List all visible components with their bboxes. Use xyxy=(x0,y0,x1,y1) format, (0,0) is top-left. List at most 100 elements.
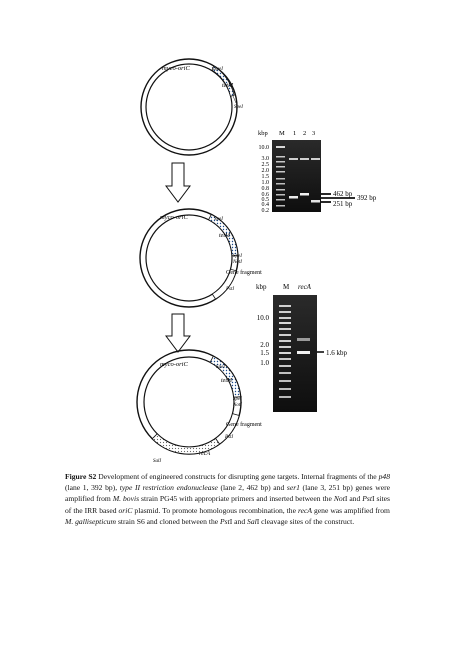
gel-1-ladder-label: 3.0 xyxy=(262,156,270,162)
caption-text: (lane 1, 392 bp), xyxy=(65,483,120,493)
caption-site: Pst xyxy=(362,494,372,504)
caption-text: I and xyxy=(229,516,248,526)
plasmid-3-tetm-label: tetM xyxy=(221,378,233,384)
gel-2-lane-reca: recA xyxy=(298,283,312,291)
gel-1-band-label-462: 462 bp xyxy=(333,190,353,198)
caption-gene: type II restriction endonuclease xyxy=(119,483,218,493)
gel-1-ladder-label: 0.5 xyxy=(262,197,270,203)
gel-1-lane-2: 2 xyxy=(303,130,306,137)
plasmid-3-site-4: PstI xyxy=(224,435,233,440)
gel-1-band-label-251: 251 bp xyxy=(333,200,353,208)
plasmid-2: myco-oriC tetM SpeI SpeI NotI PstI Gene … xyxy=(139,208,262,308)
caption-site: Not xyxy=(333,494,345,504)
plasmid-3-reca-segment xyxy=(151,433,221,455)
plasmid-1-tetm-segment xyxy=(211,65,235,97)
caption-text: I and xyxy=(344,494,363,504)
gel-1-ladder-label: 0.8 xyxy=(262,186,270,192)
plasmid-3-site-1: SpeI xyxy=(216,365,225,370)
caption-gene: p48 xyxy=(378,472,390,481)
plasmid-2-ori-label: myco-oriC xyxy=(160,214,188,221)
plasmid-1-site-1: SpeI xyxy=(214,67,223,72)
gel-1-lane-3: 3 xyxy=(312,130,315,137)
gel-2-unit-label: kbp xyxy=(256,283,267,291)
caption-label: Figure S2 xyxy=(65,472,97,481)
plasmid-1-ori-label: myco-oriC xyxy=(162,65,190,72)
plasmid-2-site-4: PstI xyxy=(225,287,234,292)
plasmid-2-ring-inner xyxy=(145,214,233,302)
plasmid-2-ring-outer xyxy=(139,208,239,308)
plasmid-3-reca-label: recA xyxy=(199,451,210,457)
plasmid-3-site-2: SpeI xyxy=(233,397,242,402)
plasmid-2-insert-label: Gene fragment xyxy=(226,269,262,276)
caption-text: strain S6 and cloned between the xyxy=(116,516,221,526)
plasmid-2-tetm-label: tetM xyxy=(219,233,231,239)
gel-1-ladder-label: 0.4 xyxy=(262,202,270,208)
gel-2-band-label: 1.6 kbp xyxy=(326,349,348,357)
plasmid-1-site-2-tick xyxy=(232,95,237,104)
caption-text: (lane 3, 251 bp) genes were amplified fr… xyxy=(65,483,390,504)
caption-text: plasmid. To promote homologous recombina… xyxy=(132,505,298,515)
gel-1-ladder-label: 1.5 xyxy=(262,174,270,180)
gel-2-reca-band xyxy=(297,351,310,354)
arrow-down-2-icon xyxy=(165,313,191,353)
plasmid-3-tetm-segment xyxy=(209,355,242,398)
caption-organism: M. gallisepticum xyxy=(65,516,117,526)
gel-2: kbp M recA 10.0 2.0 1.5 1.0 xyxy=(256,283,348,412)
gel-1-lane-1-band xyxy=(289,196,298,199)
gel-1-lane-1: 1 xyxy=(293,130,296,137)
gel-2-ladder-label: 1.0 xyxy=(260,359,269,367)
gel-1-lane-2-band xyxy=(300,193,309,196)
gel-1-unit-label: kbp xyxy=(258,130,268,137)
caption-text: Development of engineered constructs for… xyxy=(96,472,379,481)
gel-1-ladder-label: 10.0 xyxy=(259,145,270,151)
plasmid-1-tetm-label: tetM xyxy=(222,83,234,89)
gel-1-ladder-labels: 10.0 3.0 2.5 2.0 1.5 1.0 0.8 0.6 0.5 0.4… xyxy=(259,145,270,214)
gel-1-ladder-label: 2.0 xyxy=(262,168,270,174)
gel-2-ladder-labels: 10.0 2.0 1.5 1.0 xyxy=(257,314,270,367)
gel-2-smear-band xyxy=(297,338,310,341)
gel-2-ladder-bands xyxy=(279,305,291,398)
caption-text: I sites of the IRR based xyxy=(65,494,390,515)
gel-1-lane-2-top-band xyxy=(300,158,309,160)
gel-2-lane-m: M xyxy=(283,283,290,291)
gel-1-lane-1-top-band xyxy=(289,158,298,160)
gel-1-lane-3-band xyxy=(311,200,320,203)
plasmid-3-ori-label: myco-oriC xyxy=(160,361,188,368)
plasmid-2-insert-segment xyxy=(211,268,237,300)
gel-1: kbp M 1 2 3 10.0 3.0 2.5 2.0 xyxy=(258,130,377,214)
caption-site: Pst xyxy=(220,516,230,526)
plasmid-1-site-2: SpeI xyxy=(234,105,243,110)
plasmid-1-site-1-tick xyxy=(211,66,215,71)
plasmid-1: myco-oriC tetM SpeI SpeI xyxy=(140,58,243,156)
gel-2-ladder-label: 2.0 xyxy=(260,341,269,349)
gel-1-lane-3-top-band xyxy=(311,158,320,160)
gel-1-ladder-label: 2.5 xyxy=(262,162,270,168)
plasmid-3-ring-inner xyxy=(143,356,235,448)
gel-1-lane-m: M xyxy=(279,130,285,137)
plasmid-2-site-3: NotI xyxy=(232,260,242,265)
gel-2-ladder-label: 1.5 xyxy=(260,349,269,357)
caption-plasmid: oriC xyxy=(118,505,133,515)
gel-2-ladder-label: 10.0 xyxy=(257,314,270,322)
caption-gene: recA xyxy=(297,505,313,515)
plasmid-1-ring-inner xyxy=(145,63,233,151)
figure-caption: Figure S2 Development of engineered cons… xyxy=(65,471,390,527)
plasmid-2-tetm-segment xyxy=(208,213,239,257)
plasmid-3-site-5: SalI xyxy=(153,459,161,464)
caption-gene: ser1 xyxy=(286,483,300,493)
plasmid-3: myco-oriC tetM SpeI SpeI NotI PstI SalI … xyxy=(136,349,262,464)
plasmid-2-site-1: SpeI xyxy=(214,217,223,222)
arrow-down-1-icon xyxy=(165,162,191,203)
gel-1-ladder-label: 0.6 xyxy=(262,192,270,198)
gel-1-ladder-bands xyxy=(276,146,285,207)
plasmid-2-site-2: SpeI xyxy=(233,254,242,259)
caption-organism: M. bovis xyxy=(112,494,140,504)
plasmid-3-insert-label: Gene fragment xyxy=(226,421,262,428)
caption-site: Sal xyxy=(247,516,257,526)
plasmid-3-site-3: NotI xyxy=(232,403,242,408)
gel-1-ladder-label: 0.2 xyxy=(262,208,270,214)
caption-text: I cleavage sites of the construct. xyxy=(256,516,355,526)
gel-1-ladder-label: 1.0 xyxy=(262,180,270,186)
caption-text: gene was amplified from xyxy=(312,505,390,515)
